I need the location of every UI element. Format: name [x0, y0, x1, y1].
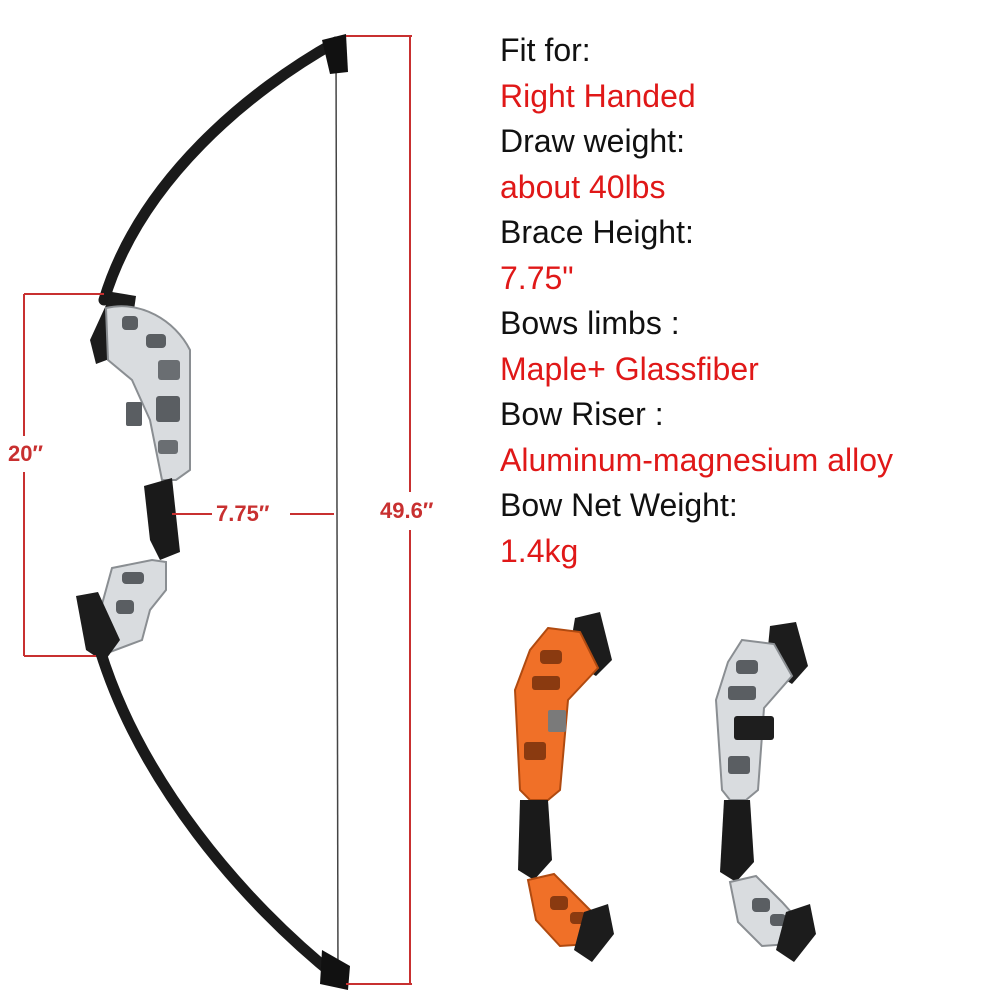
spec-label-limbs: Bows limbs : [500, 305, 680, 341]
spec-list: Fit for: Right Handed Draw weight: about… [500, 28, 990, 574]
spec-value-net-weight: 1.4kg [500, 532, 579, 569]
spec-label-riser: Bow Riser : [500, 396, 664, 432]
spec-label-draw-weight: Draw weight: [500, 123, 685, 159]
silver-riser-icon [714, 622, 816, 962]
lower-limb [94, 644, 350, 990]
brace-height-label: 7.75″ [214, 501, 272, 526]
bow-length-dimension [346, 35, 412, 985]
upper-limb [98, 34, 348, 306]
spec-label-net-weight: Bow Net Weight: [500, 487, 738, 523]
spec-value-limbs: Maple+ Glassfiber [500, 350, 759, 387]
spec-label-brace-height: Brace Height: [500, 214, 694, 250]
orange-riser-icon [513, 612, 614, 962]
spec-value-brace-height: 7.75" [500, 259, 574, 296]
riser-length-label: 20″ [6, 441, 46, 466]
riser-length-dimension [23, 293, 104, 657]
spec-value-fit: Right Handed [500, 77, 696, 114]
bow-length-label: 49.6″ [378, 498, 436, 523]
spec-label-fit: Fit for: [500, 32, 591, 68]
main-riser [76, 292, 191, 662]
spec-value-draw-weight: about 40lbs [500, 168, 666, 205]
spec-value-riser: Aluminum-magnesium alloy [500, 441, 894, 478]
bow-string [335, 41, 339, 983]
